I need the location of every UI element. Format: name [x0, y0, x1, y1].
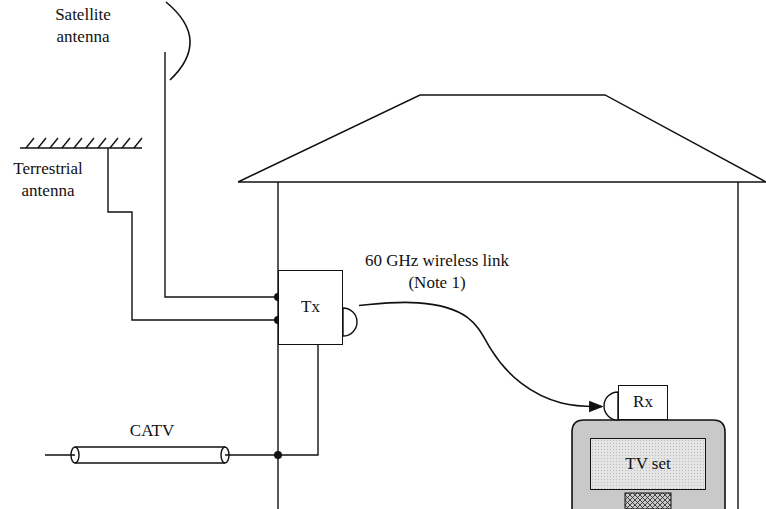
antenna-element — [98, 138, 106, 148]
node-label: TV set — [625, 454, 671, 474]
antenna-element — [110, 138, 118, 148]
satellite-dish — [166, 2, 190, 80]
house-wall — [277, 182, 278, 509]
transmitter-box: Tx — [278, 270, 343, 345]
node-label: Tx — [301, 297, 320, 317]
coax-cable — [221, 447, 229, 463]
antenna-element — [50, 138, 58, 148]
antenna-label: Satellite antenna — [38, 4, 128, 48]
coax-cable — [71, 447, 79, 463]
junction-dot — [274, 451, 282, 459]
antenna-element — [62, 138, 70, 148]
antenna-elements — [26, 138, 142, 148]
house-wall — [737, 182, 738, 509]
satellite-wire — [165, 52, 278, 297]
tx-catv-wire — [278, 345, 318, 455]
link-label: 60 GHz wireless link (Note 1) — [352, 250, 522, 294]
antenna-element — [26, 138, 34, 148]
tv-speaker — [625, 493, 671, 509]
antenna-element — [122, 138, 130, 148]
cable-label: CATV — [112, 420, 192, 442]
wireless-link-arrow — [359, 302, 602, 406]
roof — [238, 95, 766, 182]
tx-antenna — [343, 308, 357, 336]
catv-wire — [45, 454, 278, 455]
antenna-label: Terrestrial antenna — [0, 158, 96, 202]
node-label: Rx — [633, 392, 653, 412]
tv-screen: TV set — [590, 438, 706, 490]
antenna-element — [74, 138, 82, 148]
coax-cable — [75, 447, 225, 463]
rx-antenna — [604, 392, 618, 420]
receiver-box: Rx — [618, 385, 668, 420]
tv-casing — [572, 420, 725, 509]
terrestrial-wire — [108, 148, 278, 320]
antenna-element — [134, 138, 142, 148]
antenna-element — [38, 138, 46, 148]
antenna-element — [86, 138, 94, 148]
